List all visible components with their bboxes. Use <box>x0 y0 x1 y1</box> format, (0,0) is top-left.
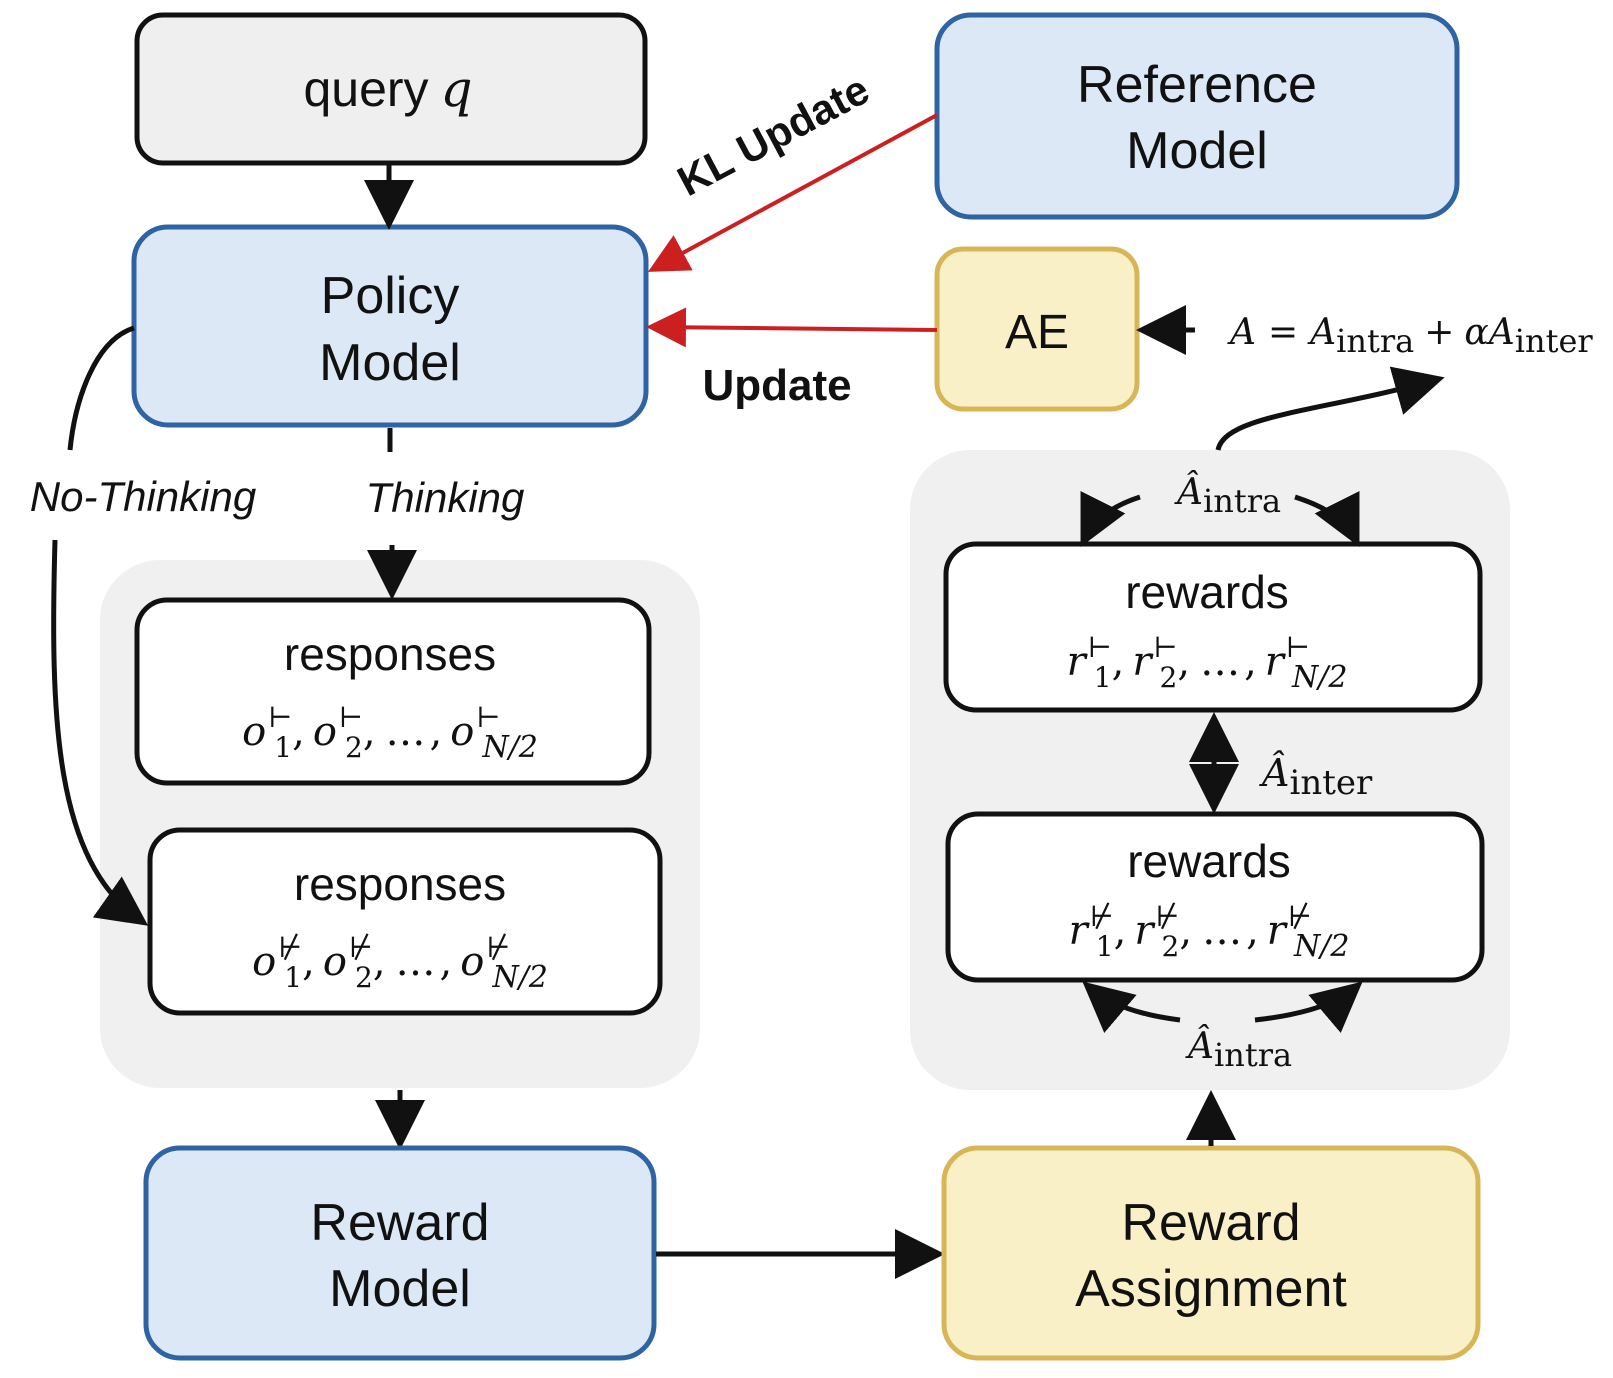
reference-model-line1: Reference <box>1077 56 1317 114</box>
policy-model-box <box>131 224 649 428</box>
intra-bottom-left-arrow <box>1082 981 1181 1033</box>
panel-to-formula-arrow <box>1215 366 1445 451</box>
reference-model-box <box>934 12 1460 220</box>
a-hat-intra-top-label: Âintra <box>1174 471 1281 520</box>
rewards-thinking-box <box>943 541 1483 713</box>
rewards-thinking-set: r⊢1,r⊢2,…,r⊢N/2 <box>1067 631 1348 695</box>
policy-model-line2: Model <box>319 334 461 392</box>
responses-nothinking-box <box>147 827 663 1016</box>
reward-assignment-box <box>941 1145 1481 1361</box>
responses-nothinking-title: responses <box>294 858 506 910</box>
query-box <box>134 12 648 166</box>
rewards-thinking-title: rewards <box>1125 566 1289 618</box>
responses-thinking-set: o⊢1,o⊢2,…,o⊢N/2 <box>242 701 538 765</box>
rewards-nothinking-set: r⊬1,r⊬2,…,r⊬N/2 <box>1069 900 1350 964</box>
intra-top-left-arrow <box>1080 491 1141 547</box>
reference-model-line2: Model <box>1126 122 1268 180</box>
rewards-nothinking-title: rewards <box>1127 835 1291 887</box>
a-hat-inter-label: Âinter <box>1259 751 1373 803</box>
kl-update-arrow <box>647 113 938 272</box>
no-thinking-label: No-Thinking <box>30 473 256 520</box>
reward-assignment-line1: Reward <box>1121 1194 1300 1252</box>
update-label: Update <box>702 361 851 410</box>
ae-label: AE <box>1005 306 1069 359</box>
thinking-label: Thinking <box>366 474 525 521</box>
advantage-formula: A=Aintra+αAinter <box>1227 312 1593 360</box>
rewards-nothinking-box <box>945 811 1485 983</box>
intra-bottom-right-arrow <box>1254 981 1363 1033</box>
kl-update-label: KL Update <box>670 65 877 205</box>
reward-model-line2: Model <box>329 1260 471 1318</box>
update-arrow <box>646 307 938 348</box>
no-thinking-arrow-lower <box>51 539 149 926</box>
reward-model-box <box>143 1145 657 1361</box>
a-hat-intra-bottom-label: Âintra <box>1185 1025 1292 1074</box>
responses-thinking-title: responses <box>284 628 496 680</box>
intra-top-right-arrow <box>1294 491 1360 547</box>
responses-thinking-box <box>134 597 652 786</box>
reward-model-line1: Reward <box>310 1194 489 1252</box>
no-thinking-arrow <box>67 325 135 451</box>
responses-nothinking-set: o⊬1,o⊬2,…,o⊬N/2 <box>252 931 548 995</box>
reward-assignment-line2: Assignment <box>1075 1260 1347 1318</box>
policy-model-line1: Policy <box>321 267 460 325</box>
